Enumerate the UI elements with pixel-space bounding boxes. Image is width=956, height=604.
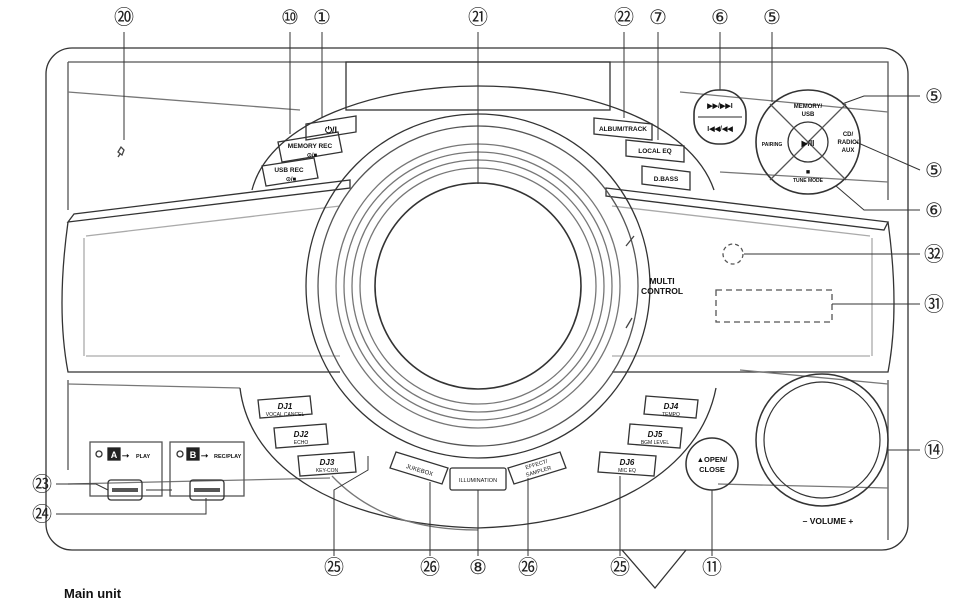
port-b-letter: B (190, 450, 197, 460)
callout-5-a: ⑤ (925, 86, 943, 108)
usb-port-b[interactable] (189, 479, 225, 501)
pairing-label: PAIRING (762, 142, 783, 148)
usb-port-b-frame (169, 441, 245, 497)
callout-26-right: ㉖ (518, 556, 538, 579)
open-close-label-1: ▲OPEN/ (697, 455, 729, 464)
power-button-label: ⏻/I (325, 125, 337, 135)
d-bass-button[interactable] (641, 165, 691, 191)
callout-32: ㉜ (924, 243, 944, 266)
callout-25-right: ㉕ (610, 556, 630, 579)
memory-usb-label-2: USB (802, 112, 815, 118)
usb-rec-label-1: USB REC (274, 167, 304, 174)
dj3-sub-label: KEY-CON (316, 468, 339, 474)
usb-port-a-frame (89, 441, 163, 497)
power-button[interactable] (305, 115, 357, 141)
callout-1: ① (313, 7, 331, 29)
callout-31: ㉛ (924, 293, 944, 316)
dj1-button[interactable] (257, 395, 313, 419)
dj2-label: DJ2 (294, 430, 309, 439)
illumination-label: ILLUMINATION (459, 478, 497, 484)
open-close-label-2: CLOSE (699, 465, 725, 474)
callout-5-b: ⑤ (925, 160, 943, 182)
dj5-label: DJ5 (648, 430, 663, 439)
cd-radio-label-1: CD/ (843, 132, 854, 138)
dj3-button[interactable] (297, 451, 357, 477)
local-eq-label: LOCAL EQ (638, 148, 671, 155)
effect-sampler-button[interactable] (507, 451, 567, 485)
callout-11: ⑪ (702, 556, 722, 579)
remote-sensor (722, 243, 744, 265)
memory-usb-label-1: MEMORY/ (794, 104, 823, 110)
usb-b-icon: ⭢ (201, 450, 209, 460)
tune-mode-label: TUNE MODE (793, 178, 824, 184)
callout-20: ⑳ (114, 6, 134, 29)
callout-7: ⑦ (649, 7, 667, 29)
open-close-button[interactable] (685, 437, 739, 491)
callout-8: ⑧ (469, 557, 487, 579)
volume-label: – VOLUME + (803, 516, 854, 526)
album-track-label: ALBUM/TRACK (599, 126, 647, 133)
dj1-sub-label: VOCAL CANCEL (266, 412, 305, 418)
callout-23: ㉓ (32, 473, 52, 496)
multi-control-label-1: MULTI (649, 276, 674, 286)
port-a-label: PLAY (136, 454, 150, 460)
memory-rec-button[interactable] (277, 131, 343, 163)
callout-6-right: ⑥ (925, 200, 943, 222)
dj4-sub-label: TEMPO (662, 412, 680, 418)
playback-dpad[interactable] (755, 89, 861, 195)
skip-forward-label: ▶▶/▶▶I (706, 103, 732, 110)
dj3-label: DJ3 (320, 458, 335, 467)
local-eq-button[interactable] (625, 139, 685, 163)
callout-24: ㉔ (32, 503, 52, 526)
volume-knob[interactable] (755, 373, 889, 507)
port-b-label: REC/PLAY (214, 454, 242, 460)
usb-rec-button[interactable] (261, 157, 319, 187)
callout-21: ㉑ (468, 6, 488, 29)
callout-25-left: ㉕ (324, 556, 344, 579)
cd-radio-label-2: RADIO/ (838, 140, 859, 146)
play-pause-button[interactable] (787, 121, 829, 163)
memory-rec-label-1: MEMORY REC (288, 143, 333, 150)
unit-body-outline (45, 47, 909, 551)
callout-22: ㉒ (614, 6, 634, 29)
callout-6-top: ⑥ (711, 7, 729, 29)
mic-icon (117, 145, 125, 158)
skip-back-label: I◀◀/◀◀ (707, 126, 733, 133)
port-a-letter: A (111, 450, 118, 460)
stop-label: ■ (806, 169, 810, 176)
multi-control-dial[interactable] (374, 182, 582, 390)
caption: Main unit (64, 586, 122, 601)
memory-rec-label-2: ⊙/■ (307, 153, 318, 159)
dj2-button[interactable] (273, 423, 329, 449)
callout-10: ⑩ (281, 7, 299, 29)
cd-radio-label-3: AUX (842, 148, 855, 154)
usb-a-icon: ⭢ (122, 450, 130, 460)
display-window (715, 289, 833, 323)
dj1-label: DJ1 (278, 402, 293, 411)
dj2-sub-label: ECHO (294, 440, 309, 446)
dj6-sub-label: MIC EQ (618, 468, 636, 474)
dj6-label: DJ6 (620, 458, 635, 467)
dj4-label: DJ4 (664, 402, 679, 411)
unit-stand (621, 549, 687, 590)
callout-14: ⑭ (924, 439, 944, 462)
multi-control-label-2: CONTROL (641, 286, 683, 296)
dj5-sub-label: BGM LEVEL (641, 440, 670, 446)
callout-26-left: ㉖ (420, 556, 440, 579)
dj4-button[interactable] (643, 395, 699, 419)
jukebox-button[interactable] (389, 451, 449, 485)
dj5-button[interactable] (627, 423, 683, 449)
play-pause-label: ▶/II (801, 139, 815, 148)
jukebox-label: JUKEBOX (405, 464, 434, 478)
dj6-button[interactable] (597, 451, 657, 477)
usb-rec-label-2: ⊙/■ (286, 177, 297, 183)
d-bass-label: D.BASS (654, 176, 679, 183)
callout-5-top: ⑤ (763, 7, 781, 29)
album-track-button[interactable] (593, 117, 653, 141)
